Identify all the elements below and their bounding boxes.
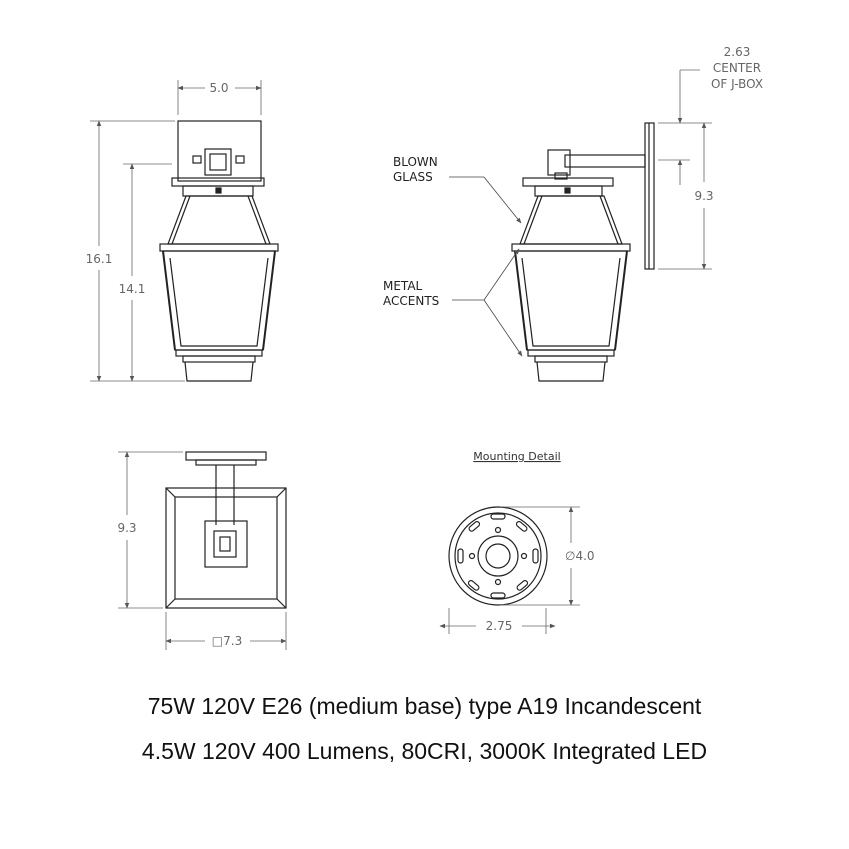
metal-accents-label-2: ACCENTS <box>383 294 439 308</box>
center-label-1: CENTER <box>713 61 761 75</box>
front-metal-band <box>159 243 279 252</box>
mounting-detail-title: Mounting Detail <box>473 450 560 463</box>
mounting-plate <box>448 506 548 606</box>
side-top-cap <box>522 177 614 187</box>
side-arm <box>564 154 646 168</box>
top-wall-plate <box>185 451 267 461</box>
side-extension-dim: 9.3 <box>694 189 713 203</box>
mounting-plate-outer <box>448 506 548 606</box>
mounting-slot <box>490 592 506 599</box>
front-wall-plate <box>177 120 262 182</box>
front-width-dim: 5.0 <box>209 81 228 95</box>
mounting-dimensions <box>439 506 580 634</box>
side-dimensions <box>449 69 712 357</box>
spec-line-incandescent: 75W 120V E26 (medium base) type A19 Inca… <box>147 693 702 719</box>
front-upper-glass <box>167 195 271 245</box>
front-overall-height-dim: 16.1 <box>86 252 113 266</box>
top-dimensions <box>118 451 287 650</box>
side-bottom-cup <box>536 361 606 382</box>
center-dim-value: 2.63 <box>724 45 751 59</box>
spec-line-led: 4.5W 120V 400 Lumens, 80CRI, 3000K Integ… <box>141 738 708 764</box>
side-upper-glass <box>519 195 623 245</box>
top-canopy <box>204 520 248 568</box>
front-dimensions <box>90 80 262 382</box>
top-view <box>165 451 287 609</box>
mounting-width-dim: 2.75 <box>486 619 513 633</box>
mounting-slot <box>490 513 506 520</box>
front-bottom-cup <box>184 361 254 382</box>
front-bottom-band <box>175 349 263 357</box>
front-top-cap <box>171 177 265 187</box>
front-body-height-dim: 14.1 <box>119 282 146 296</box>
front-mount-block <box>204 148 232 176</box>
mounting-plate-center <box>477 535 519 577</box>
blown-glass-label-1: BLOWN <box>393 155 438 169</box>
top-arm <box>215 465 235 525</box>
front-view <box>159 120 279 382</box>
top-depth-dim: 9.3 <box>117 521 136 535</box>
side-view <box>511 122 655 382</box>
top-lantern-outer <box>165 487 287 609</box>
mounting-slot <box>532 548 539 564</box>
center-label-2: OF J-BOX <box>711 77 763 91</box>
metal-accents-label-1: METAL <box>383 279 423 293</box>
side-metal-band <box>511 243 631 252</box>
blown-glass-label-2: GLASS <box>393 170 433 184</box>
top-width-dim: □7.3 <box>212 634 242 648</box>
mounting-diameter-dim: ∅4.0 <box>565 549 595 563</box>
mounting-slot <box>457 548 464 564</box>
